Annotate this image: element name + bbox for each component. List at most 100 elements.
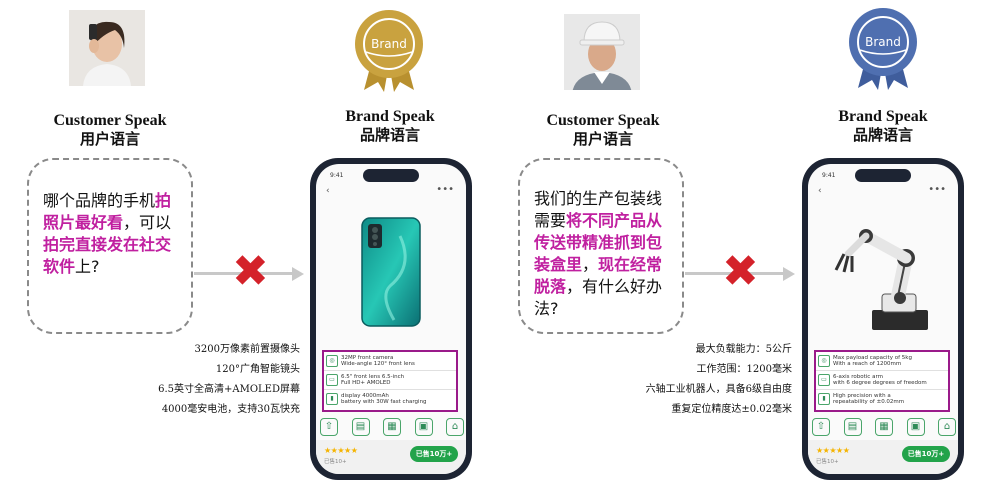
bubble-line: 拍完直接发在社交 (43, 234, 177, 256)
red-cross-icon: ✖ (232, 246, 269, 297)
red-cross-icon: ✖ (722, 246, 759, 297)
bubble-line: 装盒里，现在经常 (534, 254, 668, 276)
purchase-bar: ★★★★★ 已售10+ 已售10万+ (316, 440, 466, 474)
plain-phrase: 我们的生产包装线 (534, 189, 663, 208)
highlighted-phrase: 拍 (155, 191, 172, 210)
plain-phrase: 法? (534, 299, 559, 318)
battery-icon: ▮ (326, 393, 338, 405)
rating-stars: ★★★★★ (324, 446, 358, 455)
highlighted-phrase: 现在经常 (598, 255, 663, 274)
feature-line-2: repeatability of ±0.02mm (833, 399, 905, 405)
plain-phrase: ， (582, 255, 599, 274)
highlighted-phrase: 将不同产品从 (566, 211, 663, 230)
brand-speak-title: Brand Speak 品牌语言 (813, 107, 953, 145)
back-chevron-icon[interactable]: ‹ (326, 186, 330, 196)
weight-icon: ◎ (818, 355, 830, 367)
bubble-line: 脱落，有什么好办 (534, 276, 668, 298)
customer-question-bubble: 我们的生产包装线需要将不同产品从传送带精准抓到包装盒里，现在经常脱落，有什么好办… (518, 158, 684, 334)
brand-speak-zh: 品牌语言 (359, 126, 420, 144)
gold-brand-ribbon-icon: Brand (348, 8, 430, 92)
document-icon[interactable]: ▤ (843, 418, 862, 436)
chinese-spec-list: 最大负载能力：5公斤工作范围：1200毫米六轴工业机器人，具备6级自由度重复定位… (612, 340, 792, 420)
feature-line-2: with 6 degree degrees of freedom (833, 380, 927, 386)
sold-count: 已售10+ (816, 459, 839, 465)
screen-icon: ▭ (326, 374, 338, 386)
customer-speak-zh: 用户语言 (572, 130, 633, 148)
feature-line-2: With a reach of 1200mm (833, 361, 902, 367)
brand-speak-title: Brand Speak 品牌语言 (320, 107, 460, 145)
brand-speak-en: Brand Speak (838, 108, 928, 125)
blue-brand-ribbon-icon: Brand (842, 6, 924, 90)
feature-line-1: Max payload capacity of 5kg (833, 355, 912, 361)
sold-count: 已售10+ (324, 459, 347, 465)
customer-avatar-woman (69, 10, 145, 86)
box-icon[interactable]: ▣ (906, 418, 925, 436)
bubble-line: 软件上? (43, 256, 177, 278)
plain-phrase: 需要 (534, 211, 567, 230)
tag-icon[interactable]: ⌂ (446, 418, 464, 436)
bubble-line: 法? (534, 298, 668, 320)
bubble-line: 照片最好看，可以 (43, 212, 177, 234)
robot-arm-product-image (834, 229, 928, 330)
buy-button[interactable]: 已售10万+ (902, 446, 950, 462)
more-options-icon[interactable]: ••• (928, 184, 946, 195)
feature-line-1: 32MP front camera (341, 355, 394, 361)
customer-question-bubble: 哪个品牌的手机拍照片最好看，可以拍完直接发在社交软件上? (27, 158, 193, 334)
feature-line-1: High precision with a (833, 393, 891, 399)
feature-line-2: Full HD+ AMOLED (341, 380, 391, 386)
rating-stars: ★★★★★ (816, 446, 850, 455)
arrow-line (194, 272, 292, 275)
plain-phrase: 上? (75, 257, 100, 276)
customer-speak-en: Customer Speak (546, 112, 660, 129)
back-chevron-icon[interactable]: ‹ (818, 186, 822, 196)
feature-line-1: display 4000mAh (341, 393, 389, 399)
status-time: 9:41 (330, 172, 344, 179)
phone-notch (855, 169, 911, 182)
customer-speak-en: Customer Speak (53, 112, 167, 129)
highlighted-phrase: 传送带精准抓到包 (534, 233, 663, 252)
bubble-line: 需要将不同产品从 (534, 210, 668, 232)
highlighted-phrase: 照片最好看 (43, 213, 124, 232)
plain-phrase: ，可以 (123, 213, 172, 232)
spec-item: 工作范围：1200毫米 (696, 364, 792, 375)
spec-item: 6.5英寸全高清+AMOLED屏幕 (158, 384, 300, 395)
plain-phrase: ，有什么好办 (566, 277, 663, 296)
upload-icon[interactable]: ⇧ (812, 418, 830, 436)
buy-button[interactable]: 已售10万+ (410, 446, 458, 462)
spec-item: 120°广角智能镜头 (215, 364, 300, 375)
chart-icon[interactable]: ▦ (383, 418, 401, 436)
customer-speak-zh: 用户语言 (79, 130, 140, 148)
highlighted-phrase: 装盒里 (534, 255, 583, 274)
highlighted-phrase: 脱落 (534, 277, 567, 296)
upload-icon[interactable]: ⇧ (320, 418, 338, 436)
feature-icon-row: ⇧ ▤ ▦ ▣ ⌂ (320, 418, 464, 436)
customer-speak-title: Customer Speak 用户语言 (533, 111, 673, 149)
tag-icon[interactable]: ⌂ (938, 418, 956, 436)
feature-line-2: Wide-angle 120° front lens (341, 361, 415, 367)
document-icon[interactable]: ▤ (351, 418, 370, 436)
highlighted-phrase: 软件 (43, 257, 76, 276)
arrow-head-icon (783, 267, 795, 281)
customer-speak-title: Customer Speak 用户语言 (40, 111, 180, 149)
highlighted-phrase: 拍完直接发在社交 (43, 235, 172, 254)
plain-phrase: 哪个品牌的手机 (43, 191, 156, 210)
brand-speak-en: Brand Speak (345, 108, 435, 125)
chart-icon[interactable]: ▦ (875, 418, 893, 436)
smartphone-product-image (361, 217, 421, 327)
arrow-head-icon (292, 267, 304, 281)
more-options-icon[interactable]: ••• (436, 184, 454, 195)
purchase-bar: ★★★★★ 已售10+ 已售10万+ (808, 440, 958, 474)
box-icon[interactable]: ▣ (414, 418, 433, 436)
